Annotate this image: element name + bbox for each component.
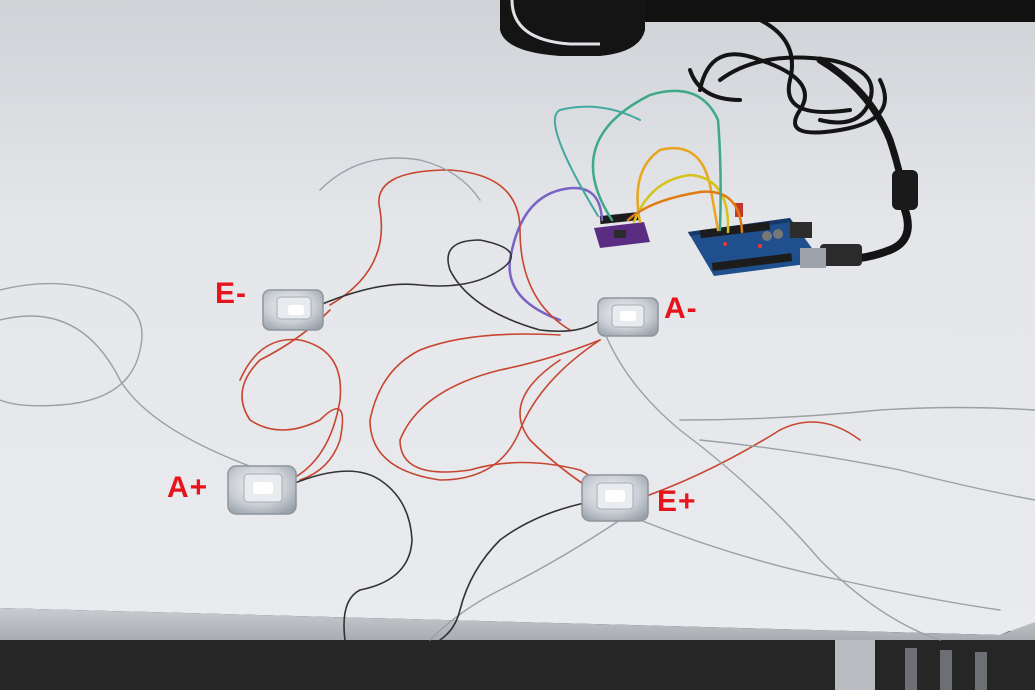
black-wires	[289, 239, 601, 641]
usb-plug	[820, 244, 862, 266]
desk-right-side	[880, 0, 1035, 640]
label-top-right: A-	[664, 292, 698, 325]
arduino-board	[688, 203, 826, 276]
load-cell-top-right	[597, 297, 659, 337]
label-top-left: E-	[215, 277, 247, 310]
load-cell-bottom-right	[581, 474, 649, 522]
load-cell-bottom-left	[227, 465, 297, 515]
hx711-board	[594, 211, 650, 248]
desk-surface	[0, 0, 1035, 635]
ferrite-core	[892, 170, 918, 210]
label-bottom-left: A+	[167, 471, 209, 504]
load-cell-top-left	[262, 289, 324, 331]
label-bottom-right: E+	[657, 485, 697, 518]
under-desk-legs	[835, 640, 987, 690]
grey-wires	[0, 157, 1035, 641]
under-desk	[0, 640, 1035, 690]
jumper-wires	[508, 89, 744, 322]
monitor-stand	[500, 0, 1035, 56]
red-wires	[239, 169, 861, 506]
